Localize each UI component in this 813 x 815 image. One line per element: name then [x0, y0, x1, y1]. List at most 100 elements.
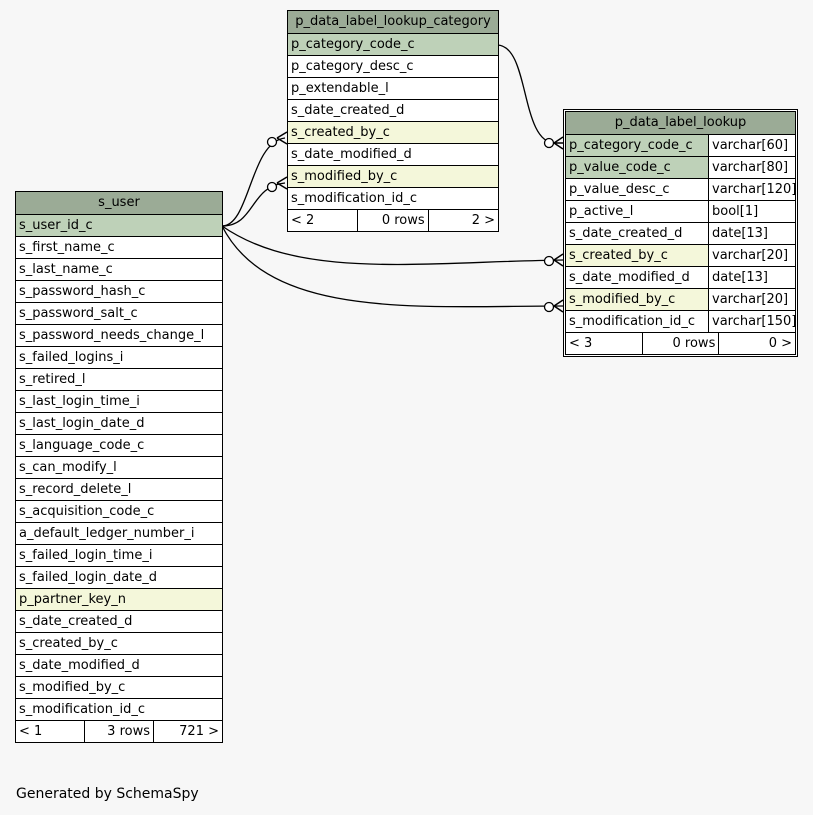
column-name: s_created_by_c	[19, 636, 118, 651]
column-row[interactable]: s_last_login_time_i	[16, 390, 222, 412]
column-row[interactable]: s_password_salt_c	[16, 302, 222, 324]
column-name: s_created_by_c	[288, 122, 498, 143]
column-row[interactable]: a_default_ledger_number_i	[16, 522, 222, 544]
table-p-data-label-lookup-category[interactable]: p_data_label_lookup_category p_category_…	[287, 10, 499, 232]
column-name: p_category_code_c	[566, 135, 708, 156]
column-row[interactable]: s_failed_login_time_i	[16, 544, 222, 566]
column-row[interactable]: p_extendable_l	[288, 77, 498, 99]
table-header[interactable]: p_data_label_lookup_category	[288, 11, 498, 33]
column-row[interactable]: s_last_name_c	[16, 258, 222, 280]
column-row[interactable]: s_modified_by_c	[288, 165, 498, 187]
column-row[interactable]: s_language_code_c	[16, 434, 222, 456]
column-name: s_failed_login_time_i	[19, 548, 153, 563]
parents-count[interactable]: < 3	[569, 336, 593, 351]
column-row[interactable]: s_user_id_c	[16, 214, 222, 236]
cardinality-circle	[266, 181, 278, 193]
column-name: s_date_modified_d	[291, 147, 412, 162]
column-name: p_active_l	[569, 204, 634, 219]
link-user-to-lookup-modified	[221, 225, 564, 308]
column-row[interactable]: s_record_delete_l	[16, 478, 222, 500]
column-row[interactable]: s_password_needs_change_l	[16, 324, 222, 346]
column-type: varchar[80]	[708, 157, 795, 178]
column-name: s_last_login_date_d	[19, 416, 145, 431]
row-count[interactable]: 3 rows	[84, 721, 153, 742]
column-name: s_modification_id_c	[291, 191, 417, 206]
table-header[interactable]: p_data_label_lookup	[566, 112, 795, 134]
column-row[interactable]: p_category_code_c	[288, 33, 498, 55]
column-name: p_value_code_c	[566, 157, 708, 178]
column-name: s_date_created_d	[569, 226, 683, 241]
column-name: s_record_delete_l	[19, 482, 132, 497]
column-name: a_default_ledger_number_i	[19, 526, 195, 541]
column-row[interactable]: s_first_name_c	[16, 236, 222, 258]
column-row[interactable]: s_last_login_date_d	[16, 412, 222, 434]
column-row[interactable]: s_date_modified_d	[288, 143, 498, 165]
parents-count[interactable]: < 1	[19, 724, 43, 739]
column-row[interactable]: s_created_by_c	[288, 121, 498, 143]
column-row[interactable]: s_retired_l	[16, 368, 222, 390]
column-name: s_modified_by_c	[19, 680, 126, 695]
column-name: p_value_desc_c	[569, 182, 670, 197]
column-name: p_partner_key_n	[16, 589, 222, 610]
column-row[interactable]: s_date_created_d	[16, 610, 222, 632]
cardinality-circle	[543, 301, 555, 313]
crowfoot	[553, 136, 564, 150]
link-category-to-lookup	[496, 44, 556, 144]
children-count[interactable]: 0 >	[718, 333, 795, 354]
column-row[interactable]: s_password_hash_c	[16, 280, 222, 302]
column-name: s_failed_logins_i	[19, 350, 124, 365]
column-row[interactable]: s_modification_id_c	[288, 187, 498, 209]
column-name: s_last_login_time_i	[19, 394, 140, 409]
column-row[interactable]: s_can_modify_l	[16, 456, 222, 478]
column-name: s_failed_login_date_d	[19, 570, 158, 585]
row-count[interactable]: 0 rows	[641, 333, 719, 354]
column-name: s_password_salt_c	[19, 306, 138, 321]
column-row[interactable]: p_category_desc_c	[288, 55, 498, 77]
column-name: s_can_modify_l	[19, 460, 117, 475]
cardinality-circle	[543, 137, 555, 149]
column-name: p_category_code_c	[288, 34, 498, 55]
column-name: s_date_created_d	[19, 614, 133, 629]
cardinality-circle	[266, 136, 278, 148]
column-row[interactable]: s_acquisition_code_c	[16, 500, 222, 522]
column-row[interactable]: s_date_modified_d	[16, 654, 222, 676]
column-type: varchar[150]	[708, 311, 795, 332]
column-row[interactable]: s_modified_by_c	[16, 676, 222, 698]
column-name: s_password_needs_change_l	[19, 328, 205, 343]
column-name: s_retired_l	[19, 372, 86, 387]
column-row[interactable]: s_created_by_c	[16, 632, 222, 654]
children-count[interactable]: 2 >	[427, 210, 498, 231]
generated-by-text: Generated by SchemaSpy	[16, 786, 199, 802]
column-row[interactable]: s_modification_id_c	[16, 698, 222, 720]
column-name: s_modification_id_c	[19, 702, 145, 717]
table-header[interactable]: s_user	[16, 192, 222, 214]
column-row[interactable]: s_failed_login_date_d	[16, 566, 222, 588]
column-type: date[13]	[708, 267, 795, 288]
column-type: varchar[60]	[708, 135, 795, 156]
row-count[interactable]: 0 rows	[357, 210, 427, 231]
parents-count[interactable]: < 2	[291, 213, 315, 228]
column-row[interactable]: s_failed_logins_i	[16, 346, 222, 368]
column-row[interactable]: s_date_created_d	[288, 99, 498, 121]
column-type: varchar[20]	[708, 245, 795, 266]
children-count[interactable]: 721 >	[153, 721, 222, 742]
cardinality-circle	[543, 255, 555, 267]
column-name: s_modified_by_c	[288, 166, 498, 187]
crowfoot	[553, 299, 564, 313]
column-row[interactable]: p_partner_key_n	[16, 588, 222, 610]
